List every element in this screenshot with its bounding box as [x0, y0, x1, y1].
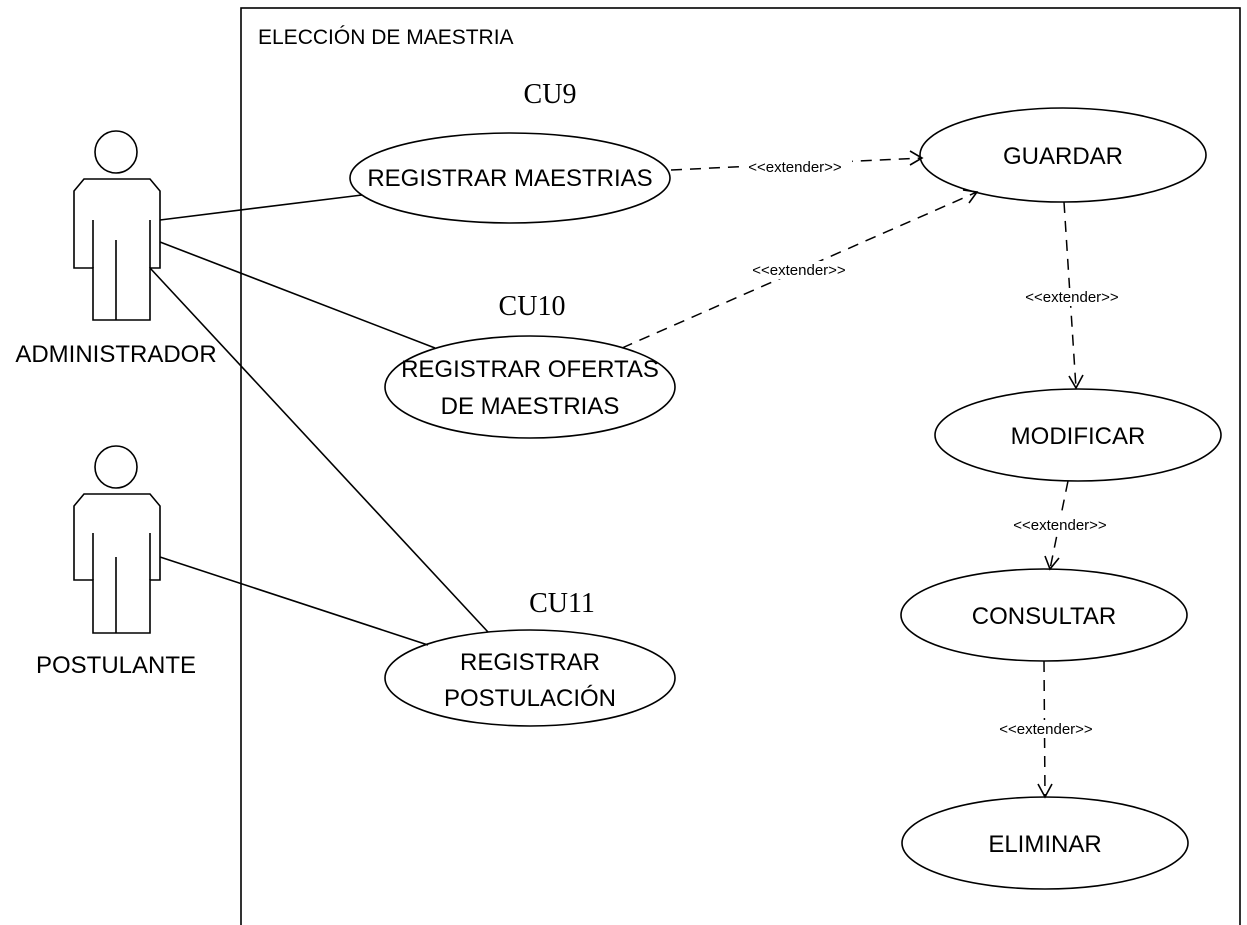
actor-name-postulante: POSTULANTE: [36, 652, 196, 679]
extend-relations: <<extender>> <<extender>> <<extender>> <…: [621, 150, 1131, 799]
association-admin-registrar-ofertas: [159, 241, 436, 349]
association-postulante-registrar-postulacion: [159, 556, 429, 646]
actor-body: [73, 493, 161, 634]
use-case-registrar-postulacion: CU11 REGISTRAR POSTULACIÓN: [384, 588, 676, 727]
actor-head: [94, 445, 138, 489]
extend-label-bg: [739, 158, 852, 176]
use-case-registrar-ofertas: CU10 REGISTRAR OFERTAS DE MAESTRIAS: [384, 291, 676, 439]
extend-line: [1043, 660, 1046, 798]
use-case-eliminar: ELIMINAR: [901, 796, 1189, 890]
use-case-label: ELIMINAR: [988, 831, 1101, 858]
extend-label-bg: [1013, 288, 1131, 306]
use-case-label: REGISTRAR MAESTRIAS: [367, 165, 652, 192]
extend-arrowhead: [909, 150, 924, 166]
actor-postulante: POSTULANTE: [36, 445, 196, 679]
actor-limbs: [92, 220, 151, 320]
use-case-label-line-2: POSTULACIÓN: [444, 685, 616, 712]
extend-label: <<extender>>: [1013, 517, 1107, 534]
use-case-label-line-2: DE MAESTRIAS: [441, 393, 620, 420]
system-boundary-box: [240, 7, 1241, 925]
actor-name-administrador: ADMINISTRADOR: [15, 341, 216, 368]
extend-label-bg: [741, 261, 857, 279]
actor-administrador: ADMINISTRADOR: [15, 130, 217, 368]
extend-label-bg: [1001, 516, 1119, 534]
use-case-ellipse: [919, 107, 1207, 203]
use-case-modificar: MODIFICAR: [934, 388, 1222, 482]
extend-label: <<extender>>: [748, 159, 842, 176]
extend-arrowhead: [962, 189, 979, 204]
extend-label: <<extender>>: [999, 721, 1093, 738]
extend-line: [1063, 201, 1077, 389]
use-case-code-cu10: CU10: [499, 291, 566, 322]
association-admin-registrar-postulacion: [149, 267, 489, 633]
use-case-label: CONSULTAR: [972, 603, 1116, 630]
extend-arrowhead: [1044, 555, 1060, 571]
use-case-guardar: GUARDAR: [919, 107, 1207, 203]
extend-label-bg: [987, 720, 1105, 738]
extend-label: <<extender>>: [752, 262, 846, 279]
associations: [149, 194, 489, 646]
association-admin-registrar-maestrias: [159, 194, 363, 221]
use-case-ellipse: [934, 388, 1222, 482]
use-case-code-cu11: CU11: [529, 588, 595, 619]
use-case-consultar: CONSULTAR: [900, 568, 1188, 662]
system-title: ELECCIÓN DE MAESTRIA: [258, 26, 514, 49]
actor-limbs: [92, 533, 151, 633]
actor-head: [94, 130, 138, 174]
use-case-registrar-maestrias: CU9 REGISTRAR MAESTRIAS: [349, 79, 671, 224]
use-case-ellipse: [384, 335, 676, 439]
use-case-ellipse: [349, 132, 671, 224]
use-case-ellipse: [384, 629, 676, 727]
extend-arrowhead: [1068, 374, 1084, 390]
actor-body: [73, 178, 161, 321]
system-boundary: ELECCIÓN DE MAESTRIA: [240, 7, 1241, 925]
use-case-label-line-1: REGISTRAR OFERTAS: [401, 356, 659, 383]
use-case-label: GUARDAR: [1003, 143, 1123, 170]
extend-line: [670, 157, 923, 171]
use-case-label-line-1: REGISTRAR: [460, 649, 600, 676]
use-case-label: MODIFICAR: [1011, 423, 1146, 450]
use-case-code-cu9: CU9: [524, 79, 577, 110]
extend-label: <<extender>>: [1025, 289, 1119, 306]
extend-arrowhead: [1037, 783, 1053, 799]
